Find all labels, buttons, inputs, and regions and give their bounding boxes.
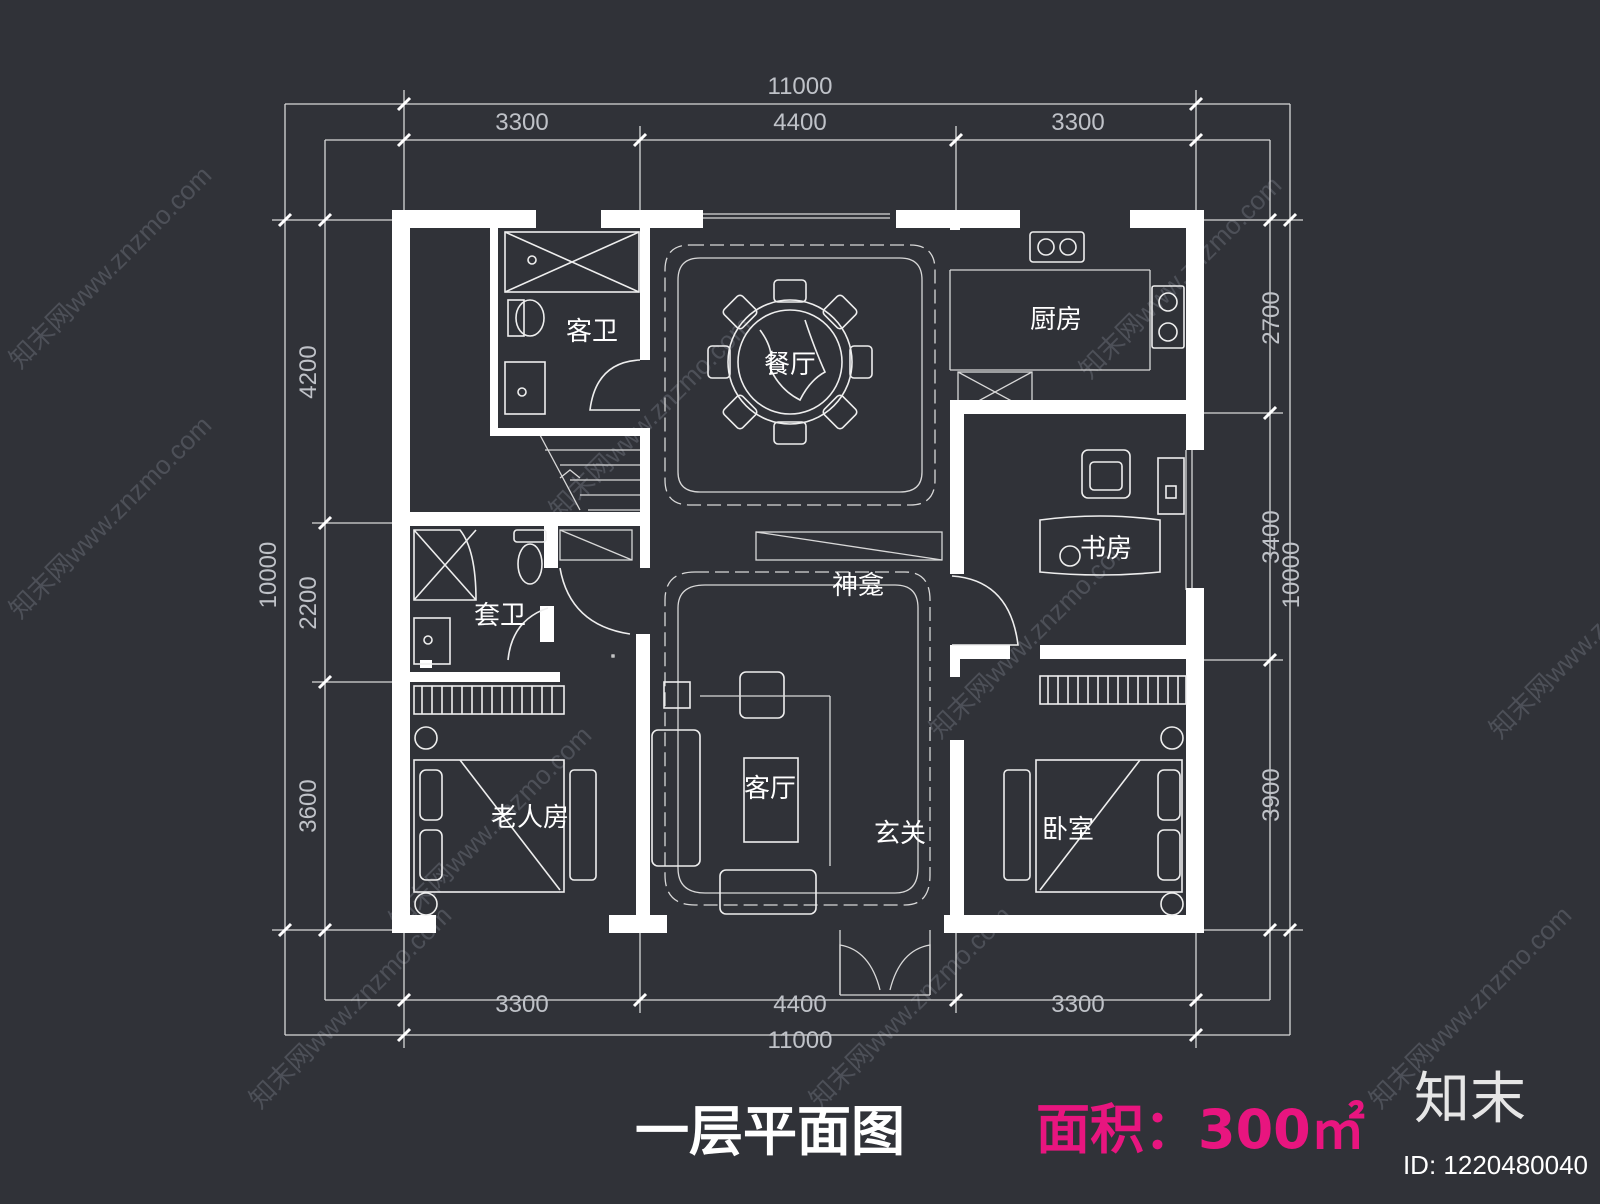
dim-bottom-total: 11000: [768, 1027, 833, 1054]
dimension-lines: [272, 90, 1303, 1048]
watermark-text: 知末网www.znzmo.com: [3, 410, 217, 624]
room-label-ensuite: 套卫: [474, 601, 526, 631]
area-label: 面积：300㎡: [1036, 1098, 1365, 1161]
dim-left-segment: 4200: [295, 345, 322, 398]
walls: [392, 210, 1204, 933]
room-label-foyer: 玄关: [874, 819, 926, 849]
dim-left-segment: 3600: [295, 779, 322, 832]
dim-bottom-segment: 4400: [773, 991, 826, 1018]
watermark-layer: 知末网www.znzmo.com 知末网www.znzmo.com 知末网www…: [3, 160, 1600, 1114]
dim-right-segment: 3900: [1258, 768, 1285, 821]
room-label-kitchen: 厨房: [1030, 305, 1082, 335]
brand-logo-text: 知末: [1414, 1067, 1526, 1132]
room-label-dining: 餐厅: [764, 350, 816, 380]
watermark-text: 知末网www.znzmo.com: [1483, 530, 1600, 744]
dim-left-total: 10000: [255, 542, 282, 609]
dim-top-segment: 3300: [1051, 109, 1104, 136]
room-label-shrine: 神龛: [832, 571, 884, 601]
room-label-guest-bath: 客卫: [566, 317, 618, 347]
dim-right-total: 10000: [1278, 542, 1305, 609]
room-label-living: 客厅: [744, 774, 796, 804]
door-swings: [507, 359, 1019, 661]
dim-bottom-segment: 3300: [1051, 991, 1104, 1018]
dim-right-segment: 3400: [1258, 510, 1285, 563]
interior-detail-lines: [403, 210, 1193, 996]
dim-right-segment: 2700: [1258, 291, 1285, 344]
plan-title: 一层平面图: [635, 1100, 905, 1163]
dim-top-total: 11000: [768, 73, 833, 100]
furniture: [413, 231, 1187, 916]
room-label-bedroom: 卧室: [1042, 815, 1094, 845]
room-labels: 客卫 餐厅 厨房 书房 神龛 套卫 老人房 客厅 玄关 卧室: [474, 305, 1132, 849]
dim-top-segment: 3300: [495, 109, 548, 136]
room-label-elder-room: 老人房: [491, 803, 569, 833]
watermark-text: 知末网www.znzmo.com: [1073, 170, 1287, 384]
dim-top-segment: 4400: [773, 109, 826, 136]
watermark-text: 知末网www.znzmo.com: [3, 160, 217, 374]
image-id: ID: 1220480040: [1403, 1150, 1588, 1180]
dim-bottom-segment: 3300: [495, 991, 548, 1018]
dimension-labels: 11000 3300 4400 3300 3300 4400 3300 1100…: [255, 73, 1305, 1054]
room-label-study: 书房: [1080, 534, 1132, 564]
dim-left-segment: 2200: [295, 576, 322, 629]
